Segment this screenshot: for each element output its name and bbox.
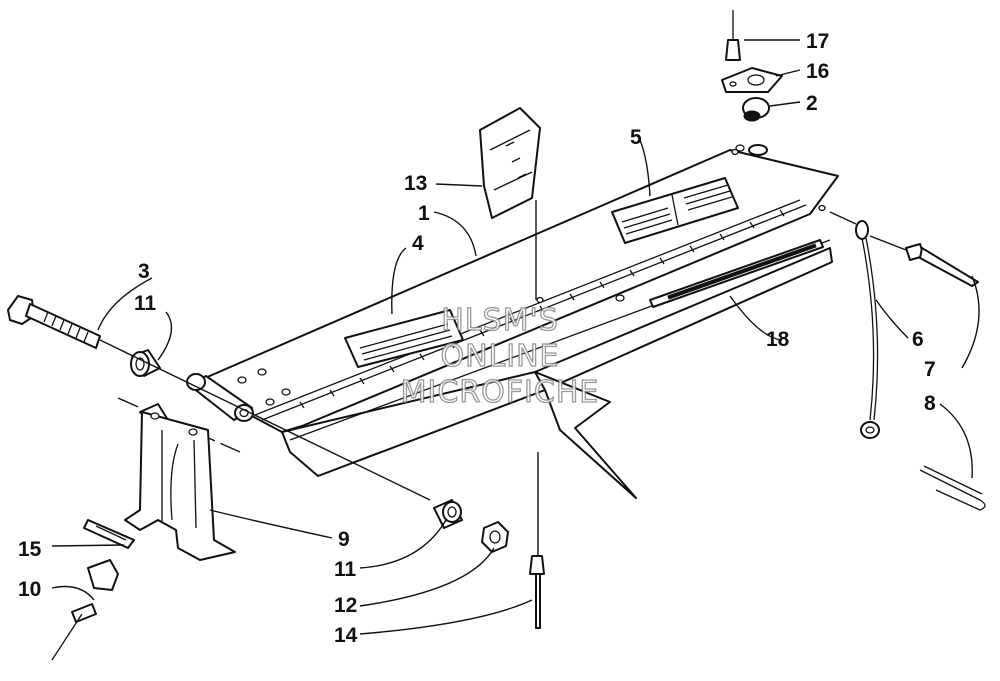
watermark-line1: HLSM'S [441,303,559,338]
callout-11-lower: 11 [334,558,357,581]
callout-4: 4 [412,232,424,255]
watermark-line3: MICROFICHE [401,375,600,410]
hinge-ticks [299,209,785,409]
callout-16: 16 [806,60,829,83]
callout-13: 13 [404,172,427,195]
callout-17: 17 [806,30,829,53]
nut-12 [481,521,509,553]
callout-10: 10 [18,578,41,601]
grommet-2 [742,97,770,122]
callout-2: 2 [806,92,818,115]
callout-6: 6 [912,328,924,351]
main-frame [204,148,839,499]
callout-5: 5 [630,126,642,149]
pad-15 [83,519,135,549]
mount-holes [735,144,768,156]
watermark-line2: ONLINE [440,339,559,374]
callout-12: 12 [334,594,357,617]
callout-11-upper: 11 [134,292,157,315]
bolt-3 [7,295,101,349]
hair-clip-8 [919,465,986,511]
plate-16 [721,67,783,93]
stand-bracket-9 [124,403,236,561]
callout-14: 14 [334,624,358,647]
rivet-14 [529,452,545,629]
callout-18: 18 [766,328,790,351]
callout-3: 3 [138,260,150,283]
rivet-17 [725,10,741,61]
tether-cable-6 [829,211,880,439]
warning-label-5 [611,177,739,244]
callout-9: 9 [338,528,350,551]
leader-lines [51,39,980,635]
spacer-11-lower [433,499,463,529]
warning-label-4 [344,309,464,368]
pin-7 [869,235,979,287]
spacer-11-upper [130,349,161,377]
callout-15: 15 [18,538,42,561]
callout-labels: 17 16 2 5 13 1 4 3 11 18 6 7 8 9 15 10 1… [18,30,936,647]
callout-7: 7 [924,358,936,381]
watermark: HLSM'S ONLINE MICROFICHE [400,302,600,410]
deck-holes [237,148,826,406]
clip-13 [479,107,541,300]
callout-8: 8 [924,392,936,415]
roller-tube [186,373,254,422]
decal-strip-18 [649,239,824,308]
push-nut-10 [51,559,119,661]
callout-1: 1 [418,202,430,225]
